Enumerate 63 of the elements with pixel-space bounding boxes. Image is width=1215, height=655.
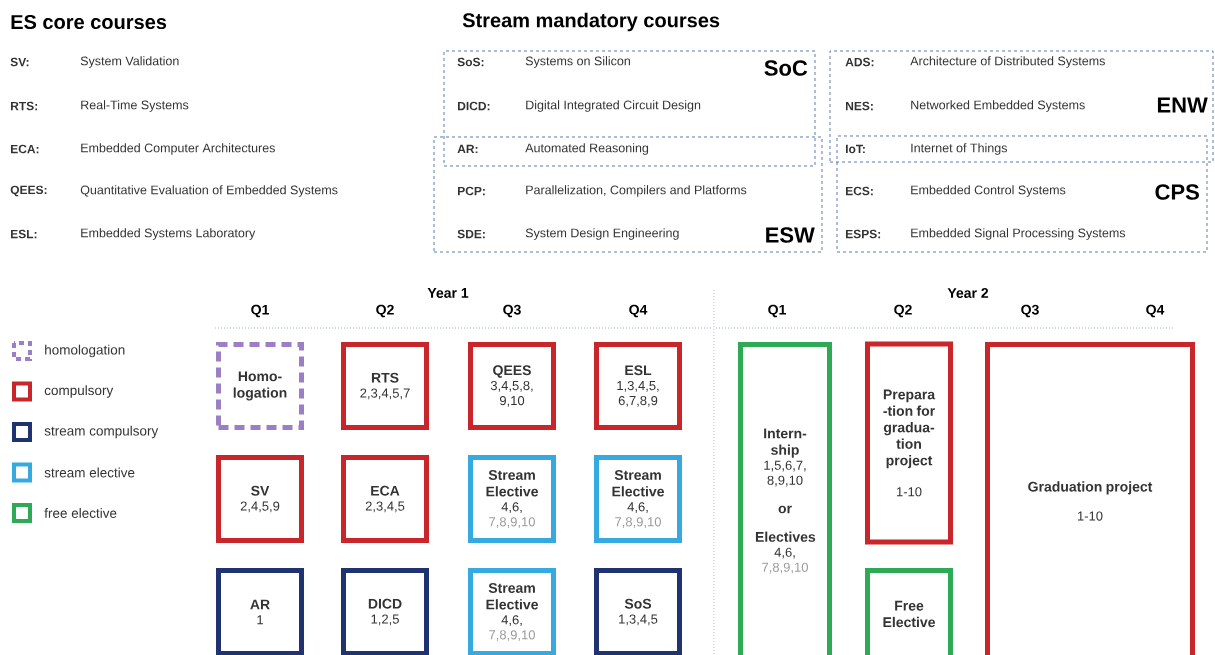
course-code: SV: [10,57,29,67]
course-name: System Design Engineering [525,228,679,240]
column-header: Q2 [376,304,394,318]
course-code: ESPS: [846,229,881,239]
course-code: IoT: [846,144,865,154]
course-box: Stream Elective 4,6, 7,8,9,10 [468,455,556,543]
legend-label: stream elective [44,467,135,478]
course-name: Embedded Signal Processing Systems [911,228,1126,240]
course-name: Embedded Systems Laboratory [81,228,256,240]
course-box: Homo- logation [216,342,304,430]
course-code: ECS: [846,186,873,196]
course-name: Networked Embedded Systems [911,100,1085,112]
course-name: Digital Integrated Circuit Design [526,100,701,112]
column-header: Q2 [894,304,912,318]
course-box: SV 2,4,5,9 [216,455,304,543]
course-box: RTS 2,3,4,5,7 [341,342,429,430]
course-name: Embedded Control Systems [911,185,1066,197]
column-header: Year 1 [427,288,469,298]
course-name: Real-Time Systems [81,100,189,112]
course-box: Stream Elective 4,6, 7,8,9,10 [468,568,556,655]
course-code: ESL: [11,229,37,239]
heading: Stream mandatory courses [462,12,720,32]
course-box: ESL 1,3,4,5, 6,7,8,9 [594,342,682,430]
course-box: SoS 1,3,4,5 [594,568,682,655]
course-name: Embedded Computer Architectures [81,143,275,155]
legend-label: stream compulsory [44,425,159,439]
course-code: DICD: [458,101,490,111]
course-box: ECA 2,3,4,5 [341,455,429,543]
legend-label: compulsory [44,385,114,398]
column-header: Q4 [1146,304,1165,318]
course-code: RTS: [11,101,38,111]
course-box: Free Elective [865,568,953,655]
course-name: Quantitative Evaluation of Embedded Systems [80,185,338,197]
column-header: Q3 [503,304,521,318]
course-code: ADS: [845,57,874,67]
course-box: Intern- ship 1,5,6,7, 8,9,10 or Electives 4,6, 7,8,9,10 [738,342,832,655]
course-name: System Validation [80,56,179,68]
course-code: NES: [846,101,873,111]
course-box: AR 1 [216,568,304,655]
column-header: Year 2 [947,288,989,298]
course-code: PCP: [458,186,485,196]
legend-label: free elective [44,508,117,518]
course-name: Internet of Things [911,143,1007,155]
course-box: Prepara -tion for gradua- tion project 1-10 [865,341,953,545]
course-box: DICD 1,2,5 [341,568,429,655]
column-header: Q1 [768,304,786,318]
course-box: Stream Elective 4,6, 7,8,9,10 [594,455,682,543]
legend-label: homologation [45,344,125,358]
course-name: Parallelization, Compilers and Platforms [526,185,747,197]
heading: ES core courses [11,14,167,30]
course-box: Graduation project 1-10 [985,342,1195,655]
course-name: Architecture of Distributed Systems [910,56,1105,68]
column-header: Q1 [251,304,269,318]
course-code: ECA: [11,144,39,154]
course-code: QEES: [10,185,47,197]
course-name: Automated Reasoning [525,143,649,155]
column-header: Q4 [629,304,648,318]
course-code: SDE: [457,229,485,239]
course-code: AR: [457,144,478,154]
column-header: Q3 [1021,304,1039,318]
course-code: SoS: [457,57,484,67]
course-name: Systems on Silicon [525,56,630,68]
course-box: QEES 3,4,5,8, 9,10 [468,342,556,430]
